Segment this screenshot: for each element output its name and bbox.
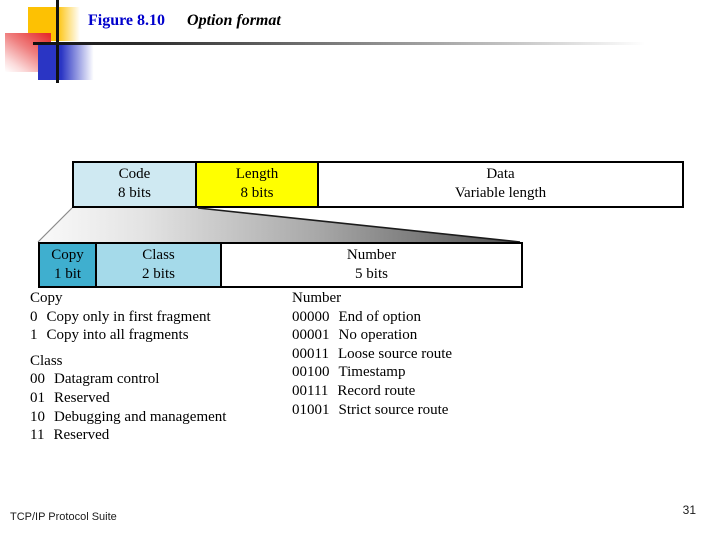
field-copy-title: Copy	[51, 247, 84, 263]
field-code-title: Code	[118, 166, 151, 182]
slide-title: Figure 8.10 Option format	[88, 12, 281, 30]
field-code-size: 8 bits	[118, 185, 151, 201]
field-number: Number 5 bits	[220, 244, 521, 286]
field-code: Code 8 bits	[74, 163, 195, 206]
field-data: Data Variable length	[317, 163, 682, 206]
field-length: Length 8 bits	[195, 163, 317, 206]
figure-caption: Option format	[187, 12, 281, 29]
field-length-title: Length	[235, 166, 279, 182]
legend-heading: Copy	[30, 290, 63, 306]
field-number-title: Number	[346, 247, 397, 263]
field-copy: Copy 1 bit	[40, 244, 95, 286]
page-number: 31	[682, 503, 696, 517]
field-copy-size: 1 bit	[53, 266, 82, 282]
field-class-title: Class	[142, 247, 175, 263]
field-class: Class 2 bits	[95, 244, 220, 286]
option-format-row: Code 8 bits Length 8 bits Data Variable …	[72, 161, 684, 208]
footer-book-title: TCP/IP Protocol Suite	[10, 511, 117, 523]
decoration-blue-square	[38, 42, 96, 80]
code-subfield-row: Copy 1 bit Class 2 bits Number 5 bits	[38, 242, 523, 288]
field-length-size: 8 bits	[240, 185, 274, 201]
decoration-vertical-line	[56, 0, 59, 83]
field-class-size: 2 bits	[142, 266, 175, 282]
field-data-title: Data	[486, 166, 515, 182]
header-divider-rule	[33, 42, 658, 45]
field-data-size: Variable length	[454, 185, 547, 201]
legend-heading: Number	[292, 290, 342, 306]
legend-heading: Class	[30, 352, 63, 369]
field-number-size: 5 bits	[355, 266, 388, 282]
figure-label: Figure 8.10	[88, 12, 166, 29]
